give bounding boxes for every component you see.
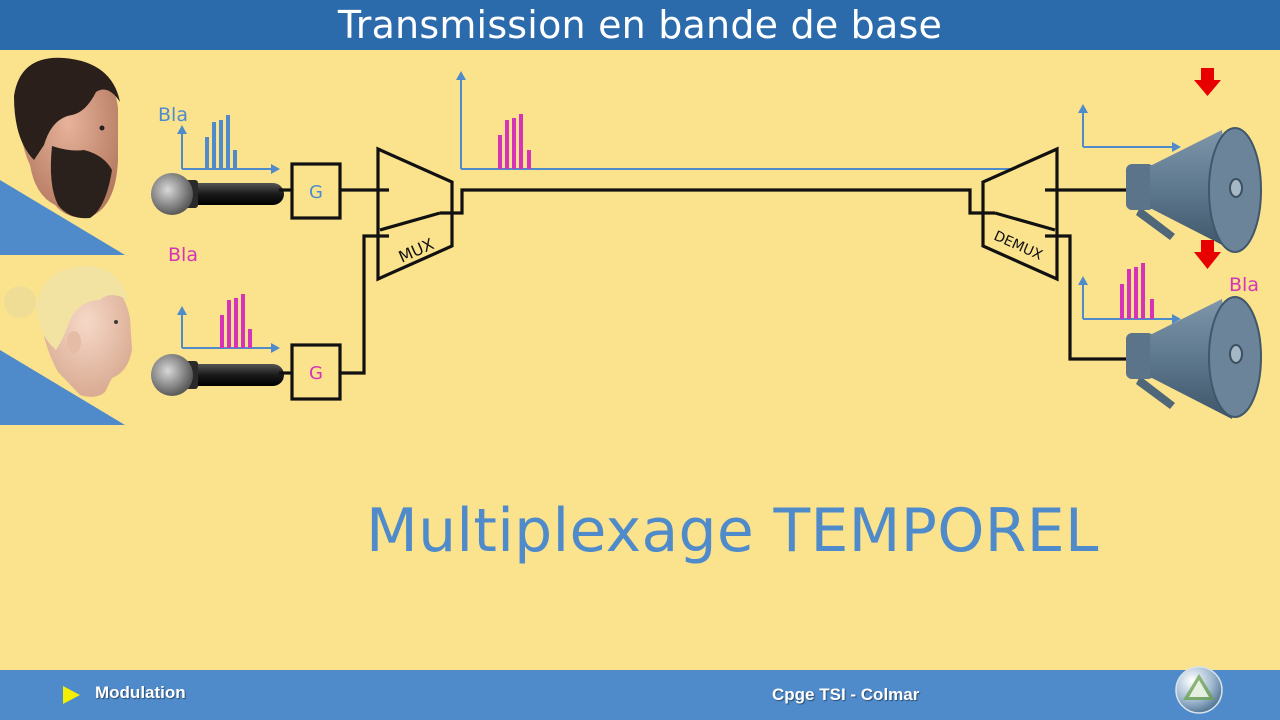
- speaker-top-portrait: [14, 57, 120, 219]
- speaker-top-wedge: [0, 180, 125, 255]
- loudspeaker-top: [1126, 127, 1262, 253]
- slide-title: Transmission en bande de base: [337, 3, 943, 47]
- generator-top: [290, 162, 342, 220]
- microphone-bottom: [151, 354, 284, 396]
- output-label: Bla: [1229, 274, 1259, 296]
- wire-g-bottom-mux: [340, 234, 389, 375]
- spectrum-axes-line: [460, 79, 1013, 170]
- spectrum-axes-out-top: [1082, 112, 1173, 148]
- spectrum-bars-top: [205, 115, 237, 169]
- spectrum-bars-bottom: [220, 294, 252, 348]
- speaker-top-label: Bla: [158, 104, 188, 126]
- spectrum-bars-line: [498, 114, 531, 169]
- school-logo-icon: [1175, 666, 1223, 714]
- footer-school: Cpge TSI - Colmar: [772, 685, 920, 704]
- generator-bottom-label: G: [309, 363, 323, 384]
- generator-bottom: [290, 343, 342, 401]
- generator-top-label: G: [309, 182, 323, 203]
- footer-section-link[interactable]: Modulation: [95, 683, 186, 702]
- speaker-bottom-portrait: [4, 266, 132, 397]
- play-icon[interactable]: [63, 686, 80, 704]
- loudspeaker-bottom: [1126, 296, 1262, 419]
- red-arrow-bottom-icon: [1194, 240, 1221, 269]
- main-caption: Multiplexage TEMPOREL: [366, 496, 1099, 566]
- slide-footer: Modulation Cpge TSI - Colmar: [0, 670, 1280, 720]
- wire-transmission-line: [440, 188, 995, 215]
- speaker-bottom-label: Bla: [168, 244, 198, 266]
- spectrum-bars-out-bottom: [1120, 263, 1154, 319]
- demux-label: DEMUX: [991, 228, 1045, 264]
- speaker-bottom-wedge: [0, 350, 125, 425]
- slide-header: Transmission en bande de base: [0, 0, 1280, 50]
- red-arrow-top-icon: [1194, 68, 1221, 96]
- microphone-top: [151, 173, 284, 215]
